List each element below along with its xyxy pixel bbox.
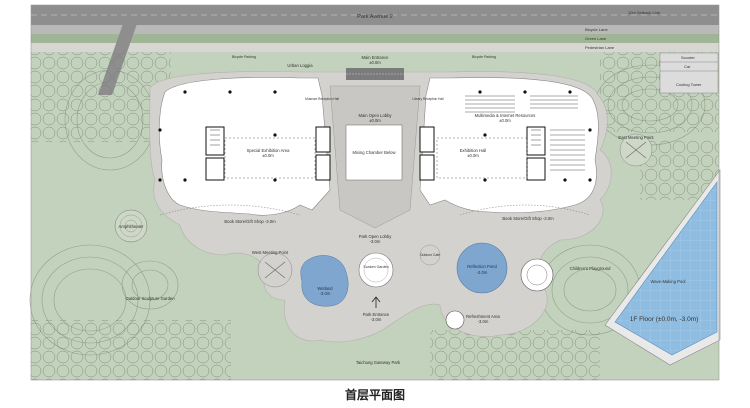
label-refreshment: Refreshment Area — [466, 314, 500, 319]
label-taichung-gateway: Taichung Gateway Park — [356, 360, 401, 365]
label-urban-loggia: Urban Loggia — [287, 63, 313, 68]
label-wetland: Wetland — [317, 286, 333, 291]
pedestrian-lane-label: Pedestrian Lane — [585, 45, 615, 50]
label-mixing-chamber: Mixing Chamber Below — [352, 150, 396, 155]
wetland-pond — [300, 255, 349, 307]
structural-columns — [158, 90, 592, 182]
label-reflection-pond: Reflection Pond — [467, 264, 497, 269]
label-outdoor-sculpture: Outdoor Sculpture Garden — [125, 296, 175, 301]
service-box — [659, 52, 719, 94]
label-main-entrance: Main Entrance — [362, 55, 390, 60]
label-exhibition-hall: Exhibition Hall — [460, 148, 487, 153]
label-outdoor-cafe: Outdoor Cafe — [420, 253, 440, 257]
label-west-meeting: West Meeting Point — [252, 250, 289, 255]
amphitheater — [114, 209, 148, 243]
label-amphitheater: Amphitheater — [119, 224, 145, 229]
bicycle-lane — [31, 25, 719, 34]
bicycle-parking-left: Bicycle Parking — [232, 55, 256, 59]
wave-pool-block — [604, 169, 721, 366]
green-lane-label: Green Lane — [585, 36, 607, 41]
book-shelves — [465, 95, 585, 171]
bicycle-lane-label: Bicycle Lane — [585, 27, 608, 32]
label-book-store-left: Book Store/Gift Shop -3.0m — [224, 219, 276, 224]
exhibition-hall-zone — [436, 137, 528, 179]
label-childrens-playground: Children's Playground — [570, 266, 612, 271]
label-main-open-lobby-level: ±0.0m — [369, 118, 381, 123]
label-refreshment-level: -3.0m — [478, 319, 489, 324]
label-museum-reception: Museum Reception Hall — [305, 97, 339, 101]
label-wetland-level: -3.0m — [320, 291, 331, 296]
label-multimedia: Multimedia & Internet Resources — [475, 113, 536, 118]
label-park-open-lobby: Park Open Lobby — [359, 234, 392, 239]
pedestrian-lane — [31, 43, 719, 52]
label-reflection-pond-level: -3.0m — [477, 270, 488, 275]
building-west-wing — [159, 77, 331, 216]
legend-car: Car — [684, 64, 691, 69]
label-park-open-lobby-level: -3.0m — [370, 239, 381, 244]
stair-cores — [205, 126, 546, 181]
tree-canopy — [31, 52, 719, 380]
seating-arc-right — [459, 204, 591, 216]
outdoor-cafe — [419, 244, 441, 266]
seating-arc-left — [159, 204, 301, 216]
setback-label: 10m Setback Line — [628, 10, 661, 15]
label-main-open-lobby: Main Open Lobby — [358, 113, 392, 118]
special-exhibition-zone — [224, 137, 316, 179]
label-special-exhibition-level: ±0.0m — [262, 153, 274, 158]
first-floor-label: 1F Floor (±0.0m, -3.0m) — [630, 316, 699, 323]
label-special-exhibition: Special Exhibition Area — [247, 148, 291, 153]
legend-cooling-tower: Cooling Tower — [676, 82, 702, 87]
label-wave-pool: Wave-Making Pool — [651, 279, 686, 284]
label-book-store-right: Book Store/Gift Shop -3.0m — [502, 216, 554, 221]
label-exhibition-hall-level: ±0.0m — [467, 153, 479, 158]
green-lane — [31, 34, 719, 43]
label-main-entrance-level: ±0.0m — [369, 60, 381, 65]
park-avenue-label: Park Avenue 2 — [357, 14, 393, 20]
label-park-entrance-level: -3.0m — [371, 317, 382, 322]
bicycle-parking-right: Bicycle Parking — [472, 55, 496, 59]
reflection-pond — [456, 242, 508, 294]
legend-scooter: Scooter — [681, 55, 695, 60]
park-entrance-arrow — [371, 296, 381, 308]
label-multimedia-level: ±0.0m — [499, 118, 511, 123]
drawing-caption: 首层平面图 — [344, 388, 405, 402]
building-east-wing — [419, 77, 599, 214]
mixing-chamber — [345, 124, 403, 181]
label-sunken-garden: Sunken Garden — [363, 265, 388, 269]
label-east-meeting: East Meeting Point — [618, 135, 654, 140]
playground-ring — [520, 258, 554, 292]
label-library-reception: Library Reception Hall — [412, 97, 444, 101]
label-park-entrance: Park Entrance — [363, 312, 390, 317]
refreshment-area — [445, 310, 465, 330]
